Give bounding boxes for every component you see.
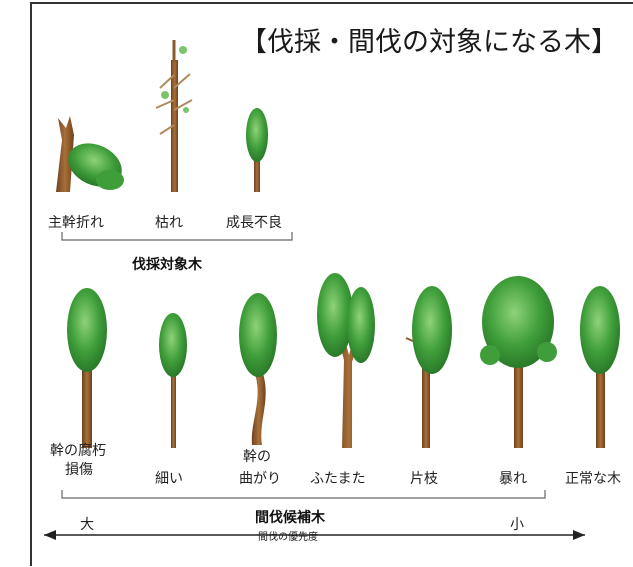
bracket-thinning-group xyxy=(61,490,546,499)
thinning-group-label: 間伐候補木 xyxy=(255,510,325,526)
tree-dead xyxy=(155,40,193,192)
tree-bent-trunk xyxy=(239,293,277,445)
label-normal: 正常な木 xyxy=(565,471,621,487)
priority-caption: 間伐の優先度 xyxy=(258,532,318,543)
cutting-group-label: 伐採対象木 xyxy=(132,257,202,273)
page-title: 【伐採・間伐の対象になる木】 xyxy=(240,27,618,58)
label-dead: 枯れ xyxy=(155,215,183,231)
tree-broken-trunk xyxy=(56,116,124,192)
label-poor-growth: 成長不良 xyxy=(226,215,282,231)
label-bent-line1: 幹の xyxy=(243,449,271,465)
bracket-cutting-group xyxy=(61,232,293,241)
tree-one-sided xyxy=(405,286,452,448)
tree-forked xyxy=(317,273,375,448)
label-broken-trunk: 主幹折れ xyxy=(48,215,104,231)
label-wild: 暴れ xyxy=(499,471,527,487)
label-trunk-rot-line1: 幹の腐朽 xyxy=(50,443,106,459)
label-forked: ふたまた xyxy=(310,471,366,487)
tree-normal xyxy=(580,286,620,448)
label-trunk-rot-line2: 損傷 xyxy=(65,462,93,478)
priority-low-label: 小 xyxy=(510,517,524,533)
label-thin: 細い xyxy=(155,471,183,487)
diagram-frame xyxy=(30,2,633,566)
label-one-sided: 片枝 xyxy=(410,471,438,487)
priority-high-label: 大 xyxy=(80,517,94,533)
tree-trunk-rot xyxy=(67,288,107,448)
tree-poor-growth xyxy=(246,108,268,192)
label-bent-line2: 曲がり xyxy=(239,471,281,487)
tree-wild xyxy=(480,276,557,448)
priority-arrow xyxy=(44,530,585,540)
tree-thin xyxy=(159,313,187,448)
